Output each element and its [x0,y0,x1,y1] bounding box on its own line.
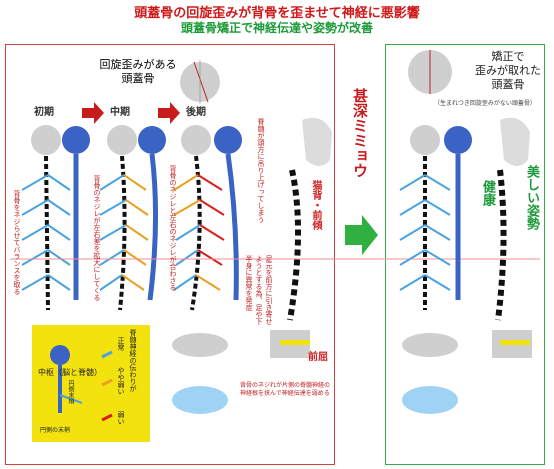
distorted-skull-icon [180,60,220,104]
stage-arrow-2-icon [158,102,180,124]
nerve-branches-early [21,174,71,291]
compress-note: 足元を前方に引き寄せようとする為、足や下半身に異常を発症 [245,255,273,325]
nerve-branches-corrected [399,174,451,291]
legend-side-label: 円側末梢 [67,380,74,404]
legend-bottom-label: 円側の末梢 [40,427,71,434]
corrected-title: 矯正で 歪みが取れた 頭蓋骨 [475,50,541,91]
corrected-figure [408,50,530,321]
health-label: 健康 [480,180,495,206]
stage-label-mid: 中期 [110,107,130,118]
stage-label-late: 後期 [186,107,206,118]
corrected-sub: （生まれつき回旋歪みがない頭蓋骨） [434,100,536,107]
bottom-note: 背骨のネジれが片側の脊髄神経の神経根を挟んで神経伝達を弱める [240,382,331,397]
note-early: 背骨をネジらせてバランスを取る [13,190,21,295]
legend-center-label: 中枢（脳と脊髄） [38,368,102,377]
before-panel [5,44,335,465]
legend-box: 中枢（脳と脊髄） 円側末梢 円側の末梢 脊髄神経の伝わりが 正常 やや弱い 弱い [32,325,150,442]
green-arrow-icon [345,215,378,255]
legend-level-normal: 正常 [117,337,125,351]
legend-level-slightly-weak: やや弱い [117,367,125,395]
posture-label: 猫背・前傾 [310,180,321,230]
legend-level-weak: 弱い [117,411,125,425]
note-vertical: 脊髄が頭方に吊り上げってしまう [257,118,265,223]
beauty-label: 美しい姿勢 [524,165,539,230]
side-profile-figure [287,117,332,321]
stage-late-figure [181,125,242,311]
skull-caption: 回旋歪みがある 頭蓋骨 [99,58,177,85]
stage-mid-figure [107,125,166,311]
sub-title: 頭蓋骨矯正で神経伝達や姿勢が改善 [180,21,373,35]
main-title: 頭蓋骨の回旋歪みが背骨を歪ませて神経に悪影響 [134,6,420,21]
note-mid: 背骨のネジレが左右差を拡大にしてくる [93,175,101,301]
stage-label-early: 初期 [34,107,54,118]
nerve-branches-late [173,174,225,291]
stage-arrow-1-icon [82,102,104,124]
vertebra-sections [172,330,532,414]
curve-label: 前屈 [308,352,328,363]
stage-early-figure [31,125,90,311]
middle-arrow-text: 甚深ミミョウ [351,88,369,178]
note-late: 背骨のネジレと左右のネジレが合わさる [169,165,177,291]
nerve-branches-mid [99,174,149,291]
legend-figure-icon [50,345,113,422]
after-panel [385,44,545,465]
legend-transmission-title: 脊髄神経の伝わりが [129,329,137,392]
